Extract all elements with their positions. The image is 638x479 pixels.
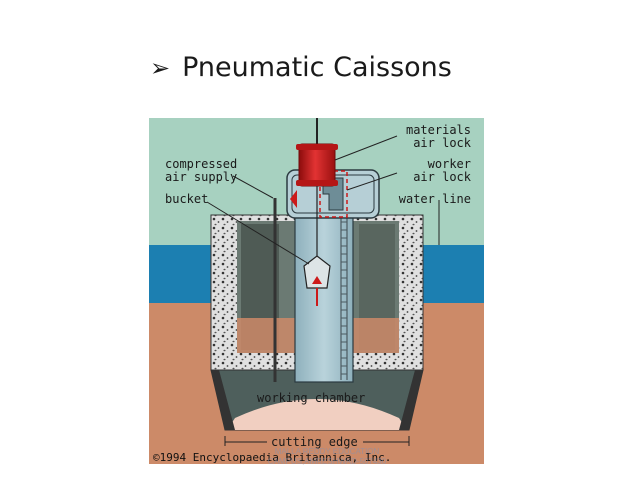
bullet-arrow-icon: ➢: [150, 54, 171, 82]
label-materials-air-lock-line2: air lock: [413, 136, 472, 150]
label-worker-air-lock-line2: air lock: [413, 170, 472, 184]
working-chamber-floor: [227, 399, 407, 430]
cutting-edge-right: [399, 370, 423, 430]
cutting-edge-callout: [224, 436, 410, 446]
label-water-line: water line: [399, 192, 471, 206]
worker-air-lock: [319, 170, 348, 218]
cutting-edge-left: [211, 370, 235, 430]
watermark-line2: CAMPUS,AMRESHWAD-507430: [267, 457, 387, 466]
materials-air-lock: [298, 143, 336, 187]
slide-title: ➢ Pneumatic Caissons: [150, 52, 452, 83]
air-valve: [290, 190, 297, 208]
label-bucket: bucket: [165, 192, 208, 206]
watermark: MALLA REDDY EDUCATION CAMPUS,AMRESHWAD-5…: [252, 447, 402, 467]
label-compressed-air-line2: air supply: [165, 170, 237, 184]
bucket: [303, 255, 331, 289]
leader-lines: [206, 135, 440, 265]
label-cutting-edge: cutting edge: [271, 435, 358, 449]
label-working-chamber: working chamber: [257, 391, 365, 405]
label-worker-air-lock-line1: worker: [428, 157, 471, 171]
label-materials-air-lock-line1: materials: [406, 123, 471, 137]
copyright-notice: ©1994 Encyclopaedia Britannica, Inc.: [153, 451, 391, 464]
watermark-line1: MALLA REDDY EDUCATION: [274, 447, 380, 456]
lift-arrow-icon: [312, 276, 322, 284]
label-compressed-air-line1: compressed: [165, 157, 237, 171]
slide-title-text: Pneumatic Caissons: [182, 52, 452, 83]
pneumatic-caisson-diagram: materials air lock compressed air supply…: [149, 118, 484, 464]
